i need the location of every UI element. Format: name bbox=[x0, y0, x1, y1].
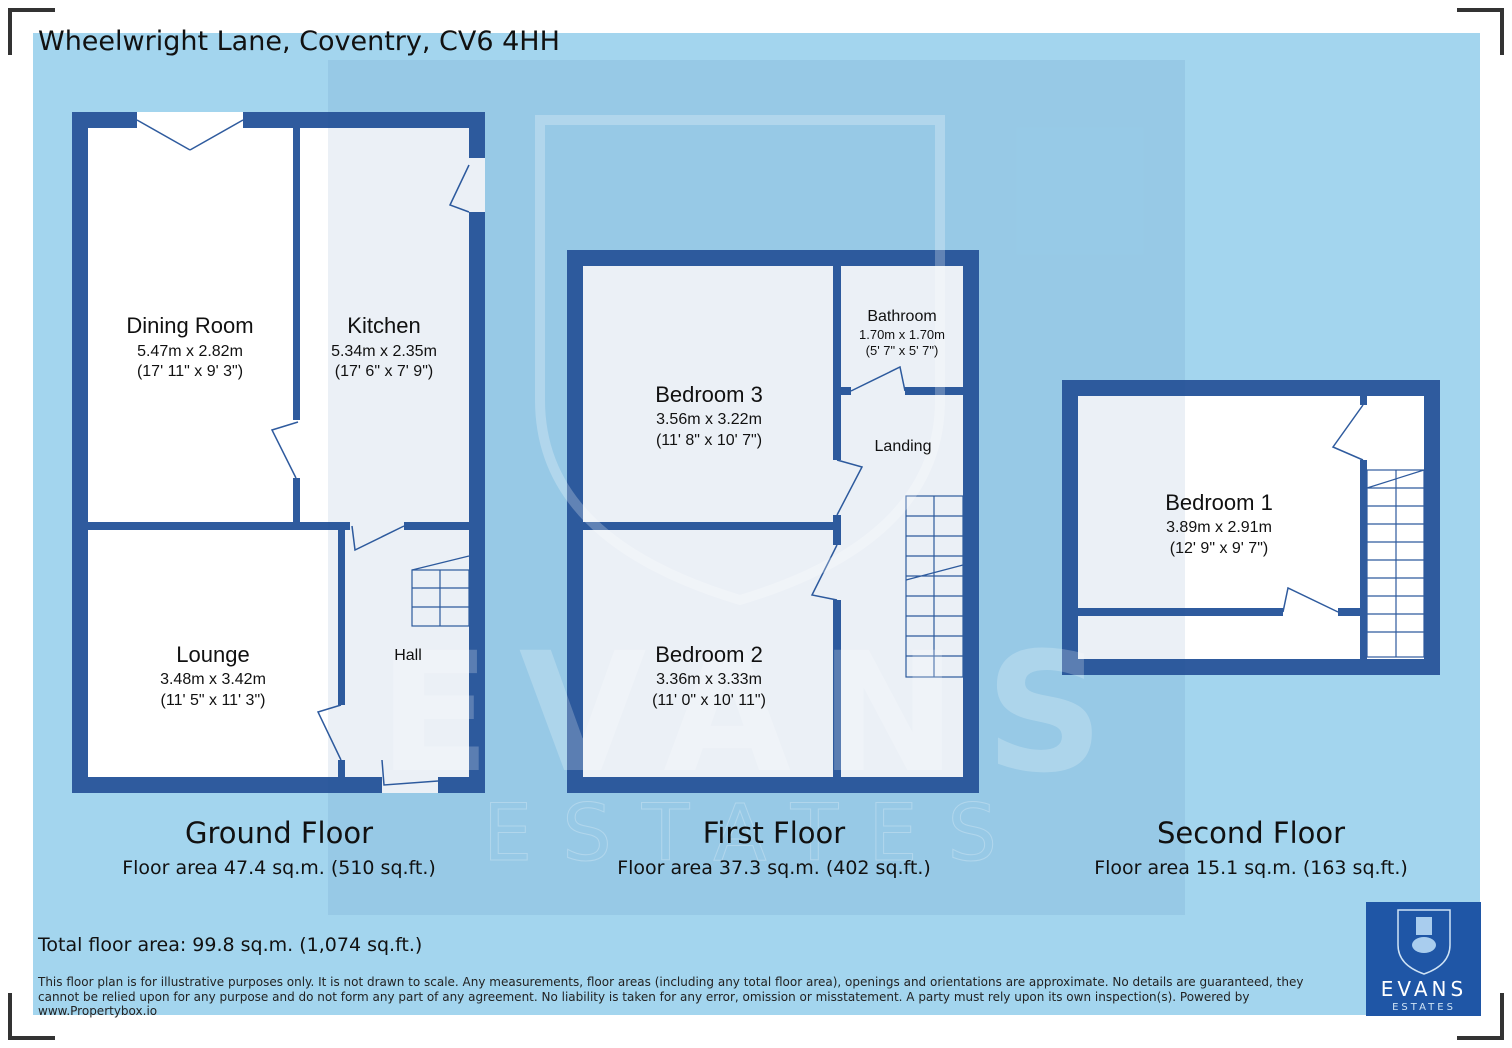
svg-text:Kitchen: Kitchen bbox=[347, 313, 420, 338]
room-bedroom-2: Bedroom 2 3.36m x 3.33m (11' 0" x 10' 11… bbox=[652, 642, 766, 709]
svg-text:3.89m x 2.91m: 3.89m x 2.91m bbox=[1166, 519, 1272, 536]
svg-text:Dining Room: Dining Room bbox=[126, 313, 253, 338]
room-hall: Hall bbox=[394, 647, 422, 664]
svg-text:(11' 5" x 11' 3"): (11' 5" x 11' 3") bbox=[161, 692, 266, 709]
stairs bbox=[1366, 469, 1425, 658]
second-floor-title: Second Floor bbox=[1157, 816, 1345, 850]
svg-text:5.47m x 2.82m: 5.47m x 2.82m bbox=[137, 343, 243, 360]
svg-text:3.56m x 3.22m: 3.56m x 3.22m bbox=[656, 411, 762, 428]
svg-text:Bedroom 1: Bedroom 1 bbox=[1165, 490, 1273, 515]
svg-text:(17' 6" x 7' 9"): (17' 6" x 7' 9") bbox=[335, 363, 433, 380]
svg-text:EVANS: EVANS bbox=[378, 617, 1132, 809]
room-bathroom: Bathroom 1.70m x 1.70m (5' 7" x 5' 7") bbox=[859, 308, 945, 358]
total-floor-area: Total floor area: 99.8 sq.m. (1,074 sq.f… bbox=[38, 934, 423, 956]
stairs bbox=[411, 555, 470, 627]
svg-text:EVANS: EVANS bbox=[1381, 977, 1467, 1001]
svg-text:ESTATES: ESTATES bbox=[483, 789, 1027, 879]
disclaimer: This floor plan is for illustrative purp… bbox=[38, 975, 1304, 1018]
first-floor-plan bbox=[567, 250, 979, 793]
room-landing: Landing bbox=[875, 438, 932, 455]
svg-text:(12' 9" x 9' 7"): (12' 9" x 9' 7") bbox=[1170, 540, 1268, 557]
room-bedroom-1: Bedroom 1 3.89m x 2.91m (12' 9" x 9' 7") bbox=[1165, 490, 1273, 557]
property-address: Wheelwright Lane, Coventry, CV6 4HH bbox=[38, 26, 560, 57]
svg-text:Lounge: Lounge bbox=[176, 642, 249, 667]
ground-floor-area: Floor area 47.4 sq.m. (510 sq.ft.) bbox=[122, 857, 436, 879]
svg-text:(11' 8" x 10' 7"): (11' 8" x 10' 7") bbox=[656, 432, 762, 449]
svg-text:(11' 0" x 10' 11"): (11' 0" x 10' 11") bbox=[652, 692, 766, 709]
svg-text:3.36m x 3.33m: 3.36m x 3.33m bbox=[656, 671, 762, 688]
svg-text:5.34m x 2.35m: 5.34m x 2.35m bbox=[331, 343, 437, 360]
corner-marks bbox=[8, 8, 1504, 1040]
ground-floor-title: Ground Floor bbox=[185, 816, 373, 850]
room-dining-room: Dining Room 5.47m x 2.82m (17' 11" x 9' … bbox=[126, 313, 253, 380]
svg-text:3.48m x 3.42m: 3.48m x 3.42m bbox=[160, 671, 266, 688]
second-floor-area: Floor area 15.1 sq.m. (163 sq.ft.) bbox=[1094, 857, 1408, 879]
svg-text:Bedroom 3: Bedroom 3 bbox=[655, 382, 763, 407]
svg-text:ESTATES: ESTATES bbox=[1392, 1002, 1456, 1013]
svg-text:(5' 7" x 5' 7"): (5' 7" x 5' 7") bbox=[866, 343, 939, 358]
watermark: EVANS ESTATES bbox=[328, 60, 1185, 915]
svg-text:Bedroom 2: Bedroom 2 bbox=[655, 642, 763, 667]
room-bedroom-3: Bedroom 3 3.56m x 3.22m (11' 8" x 10' 7"… bbox=[655, 382, 763, 449]
ground-floor-plan bbox=[72, 112, 485, 793]
evans-estates-logo: EVANS ESTATES bbox=[1366, 902, 1481, 1016]
room-lounge: Lounge 3.48m x 3.42m (11' 5" x 11' 3") bbox=[160, 642, 266, 709]
room-kitchen: Kitchen 5.34m x 2.35m (17' 6" x 7' 9") bbox=[331, 313, 437, 380]
first-floor-area: Floor area 37.3 sq.m. (402 sq.ft.) bbox=[617, 857, 931, 879]
stairs bbox=[905, 495, 964, 678]
svg-text:Bathroom: Bathroom bbox=[867, 308, 936, 325]
second-floor-plan bbox=[1062, 380, 1440, 675]
svg-text:1.70m x 1.70m: 1.70m x 1.70m bbox=[859, 327, 945, 342]
first-floor-title: First Floor bbox=[703, 816, 845, 850]
svg-text:(17' 11" x 9' 3"): (17' 11" x 9' 3") bbox=[137, 363, 243, 380]
